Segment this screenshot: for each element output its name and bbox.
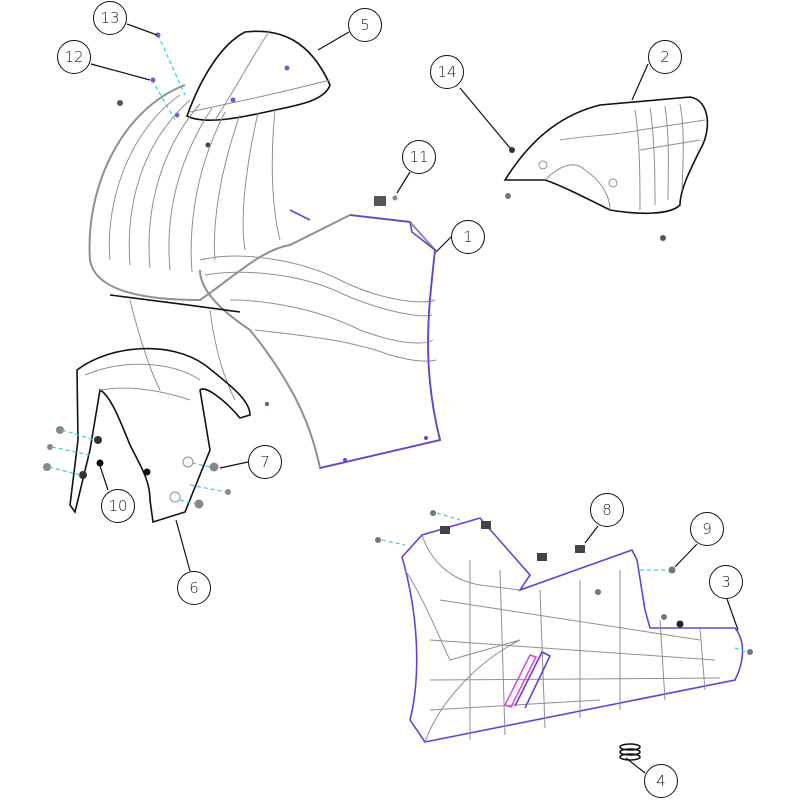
callout-6[interactable]: 6 [177, 571, 211, 605]
callout-12[interactable]: 12 [57, 40, 91, 74]
callout-5[interactable]: 5 [348, 8, 382, 42]
callout-9[interactable]: 9 [690, 512, 724, 546]
leader-lines [90, 23, 739, 774]
assembly-line [151, 79, 176, 121]
part-3-lower-fairing [375, 510, 753, 743]
callout-2[interactable]: 2 [648, 40, 682, 74]
assembly-line [157, 34, 186, 96]
callout-7[interactable]: 7 [248, 445, 282, 479]
callout-8[interactable]: 8 [590, 493, 624, 527]
callout-3[interactable]: 3 [709, 565, 743, 599]
callout-14[interactable]: 14 [430, 55, 464, 89]
callout-1[interactable]: 1 [451, 220, 485, 254]
callout-11[interactable]: 11 [402, 140, 436, 174]
part-2-side-cover [503, 96, 709, 241]
callout-4[interactable]: 4 [644, 764, 678, 798]
part-1-upper-fairing [88, 84, 442, 470]
callout-13[interactable]: 13 [93, 1, 127, 35]
part-6-front-fender [43, 347, 251, 524]
callout-10[interactable]: 10 [101, 489, 135, 523]
part-4-grommet [619, 743, 641, 761]
part-5-windscreen [174, 29, 331, 148]
